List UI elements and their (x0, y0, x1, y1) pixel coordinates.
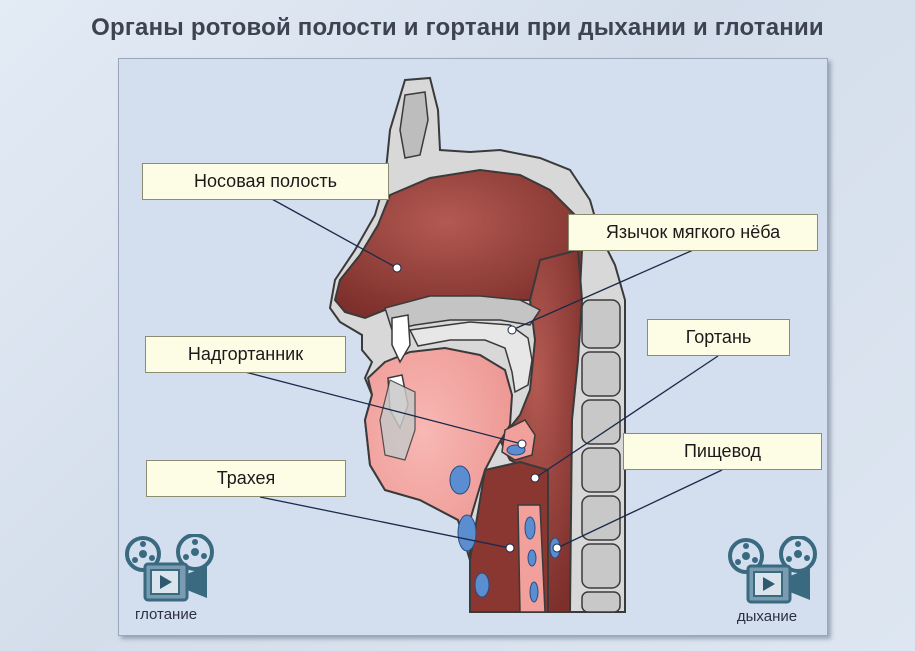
cartilage-4 (524, 516, 536, 540)
spine (581, 299, 621, 613)
frontal-bone (399, 91, 429, 159)
film-camera-icon (728, 535, 817, 604)
breathing-label[interactable]: дыхание (736, 608, 798, 625)
page-title: Органы ротовой полости и гортани при дых… (91, 14, 824, 41)
cartilage-2 (457, 514, 477, 552)
play-icon (160, 575, 172, 589)
cartilage-5 (527, 549, 537, 567)
label-larynx: Гортань (647, 319, 790, 356)
label-trachea: Трахея (146, 460, 346, 497)
pointer-lines (244, 197, 723, 549)
jaw-bone (379, 379, 416, 461)
swallowing-play-button[interactable] (123, 533, 219, 606)
label-uvula: Язычок мягкого нёба (568, 214, 818, 251)
swallowing-label[interactable]: глотание (134, 606, 198, 623)
play-icon (763, 577, 775, 591)
cartilage-3 (474, 572, 490, 598)
pointer-dots (392, 263, 562, 553)
label-epiglottis: Надгортанник (145, 336, 346, 373)
soft-palate-shape (408, 321, 533, 394)
film-camera-icon (125, 533, 214, 602)
breathing-play-button[interactable] (726, 535, 822, 608)
cartilage-1 (449, 465, 471, 495)
label-esophagus: Пищевод (623, 433, 822, 470)
upper-teeth (391, 314, 411, 364)
label-nasal-cavity: Носовая полость (142, 163, 389, 200)
cartilage-6 (529, 581, 539, 603)
